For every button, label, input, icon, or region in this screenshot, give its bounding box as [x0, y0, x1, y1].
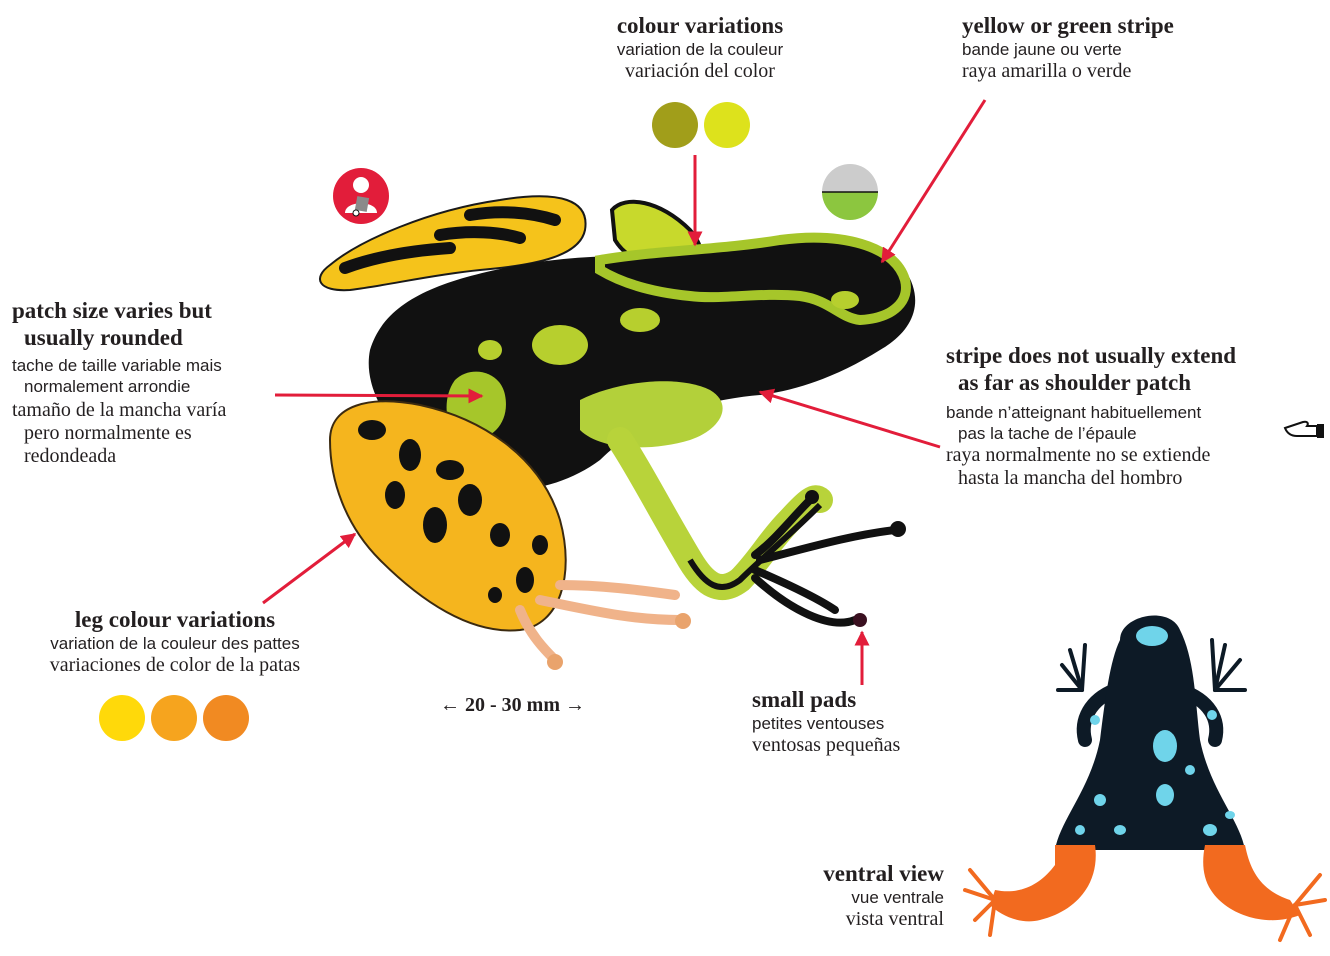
stripe-extent-label: stripe does not usually extend as far as… [946, 342, 1286, 490]
colour-variations-french: variation de la couleur [560, 39, 840, 60]
patch-spanish-3: redondeada [12, 445, 312, 468]
naturalist-badge-icon [332, 167, 390, 225]
stripe-extent-spanish-2: hasta la mancha del hombro [946, 467, 1286, 490]
patch-spanish-1: tamaño de la mancha varía [12, 399, 312, 422]
stripe-extent-french-2: pas la tache de l’épaule [946, 423, 1286, 444]
size-left-arrow: ← [440, 694, 460, 716]
pads-title: small pads [752, 686, 972, 713]
leg-swatch-3 [203, 695, 249, 741]
stripe-spanish: raya amarilla o verde [962, 60, 1292, 83]
stripe-label: yellow or green stripe bande jaune ou ve… [962, 12, 1292, 83]
leg-colour-label: leg colour variations variation de la co… [20, 606, 330, 677]
ventral-label: ventral view vue ventrale vista ventral [760, 860, 944, 931]
pads-french: petites ventouses [752, 713, 972, 734]
stripe-arrow [882, 100, 985, 262]
stripe-extent-french-1: bande n’atteignant habituellement [946, 402, 1286, 423]
size-right-arrow: → [565, 694, 585, 716]
colour-variations-title: colour variations [560, 12, 840, 39]
patch-french-1: tache de taille variable mais [12, 355, 312, 376]
pads-spanish: ventosas pequeñas [752, 734, 972, 757]
size-scale: ← 20 - 30 mm → [440, 694, 640, 717]
leg-colour-spanish: variaciones de color de la patas [20, 654, 330, 677]
colour-swatch-2 [704, 102, 750, 148]
patch-title-1: patch size varies but [12, 297, 312, 324]
patch-french-2: normalement arrondie [12, 376, 312, 397]
leg-swatch-2 [151, 695, 197, 741]
patch-title-2: usually rounded [12, 324, 312, 351]
patch-label: patch size varies but usually rounded ta… [12, 297, 312, 468]
pads-label: small pads petites ventouses ventosas pe… [752, 686, 972, 757]
stripe-extent-spanish-1: raya normalmente no se extiende [946, 444, 1286, 467]
colour-variations-spanish: variación del color [560, 60, 840, 83]
terrestrial-habitat-icon [820, 162, 880, 222]
leg-swatch-1 [99, 695, 145, 741]
pointing-hand-icon [1283, 418, 1327, 440]
frog-ventral-illustration [965, 616, 1325, 940]
size-text: 20 - 30 mm [465, 694, 560, 716]
colour-variations-label: colour variations variation de la couleu… [560, 12, 840, 83]
patch-spanish-2: pero normalmente es [12, 422, 312, 445]
stripe-extent-title-2: as far as shoulder patch [946, 369, 1286, 396]
stripe-extent-title-1: stripe does not usually extend [946, 342, 1286, 369]
leg-colour-title: leg colour variations [20, 606, 330, 633]
leg-colour-french: variation de la couleur des pattes [20, 633, 330, 654]
stripe-extent-arrow [760, 392, 940, 447]
leg-colour-arrow [263, 534, 355, 603]
ventral-french: vue ventrale [760, 887, 944, 908]
frog-dorsal-illustration [320, 196, 915, 670]
stripe-french: bande jaune ou verte [962, 39, 1292, 60]
ventral-title: ventral view [760, 860, 944, 887]
colour-swatch-1 [652, 102, 698, 148]
ventral-spanish: vista ventral [760, 908, 944, 931]
stripe-title: yellow or green stripe [962, 12, 1292, 39]
